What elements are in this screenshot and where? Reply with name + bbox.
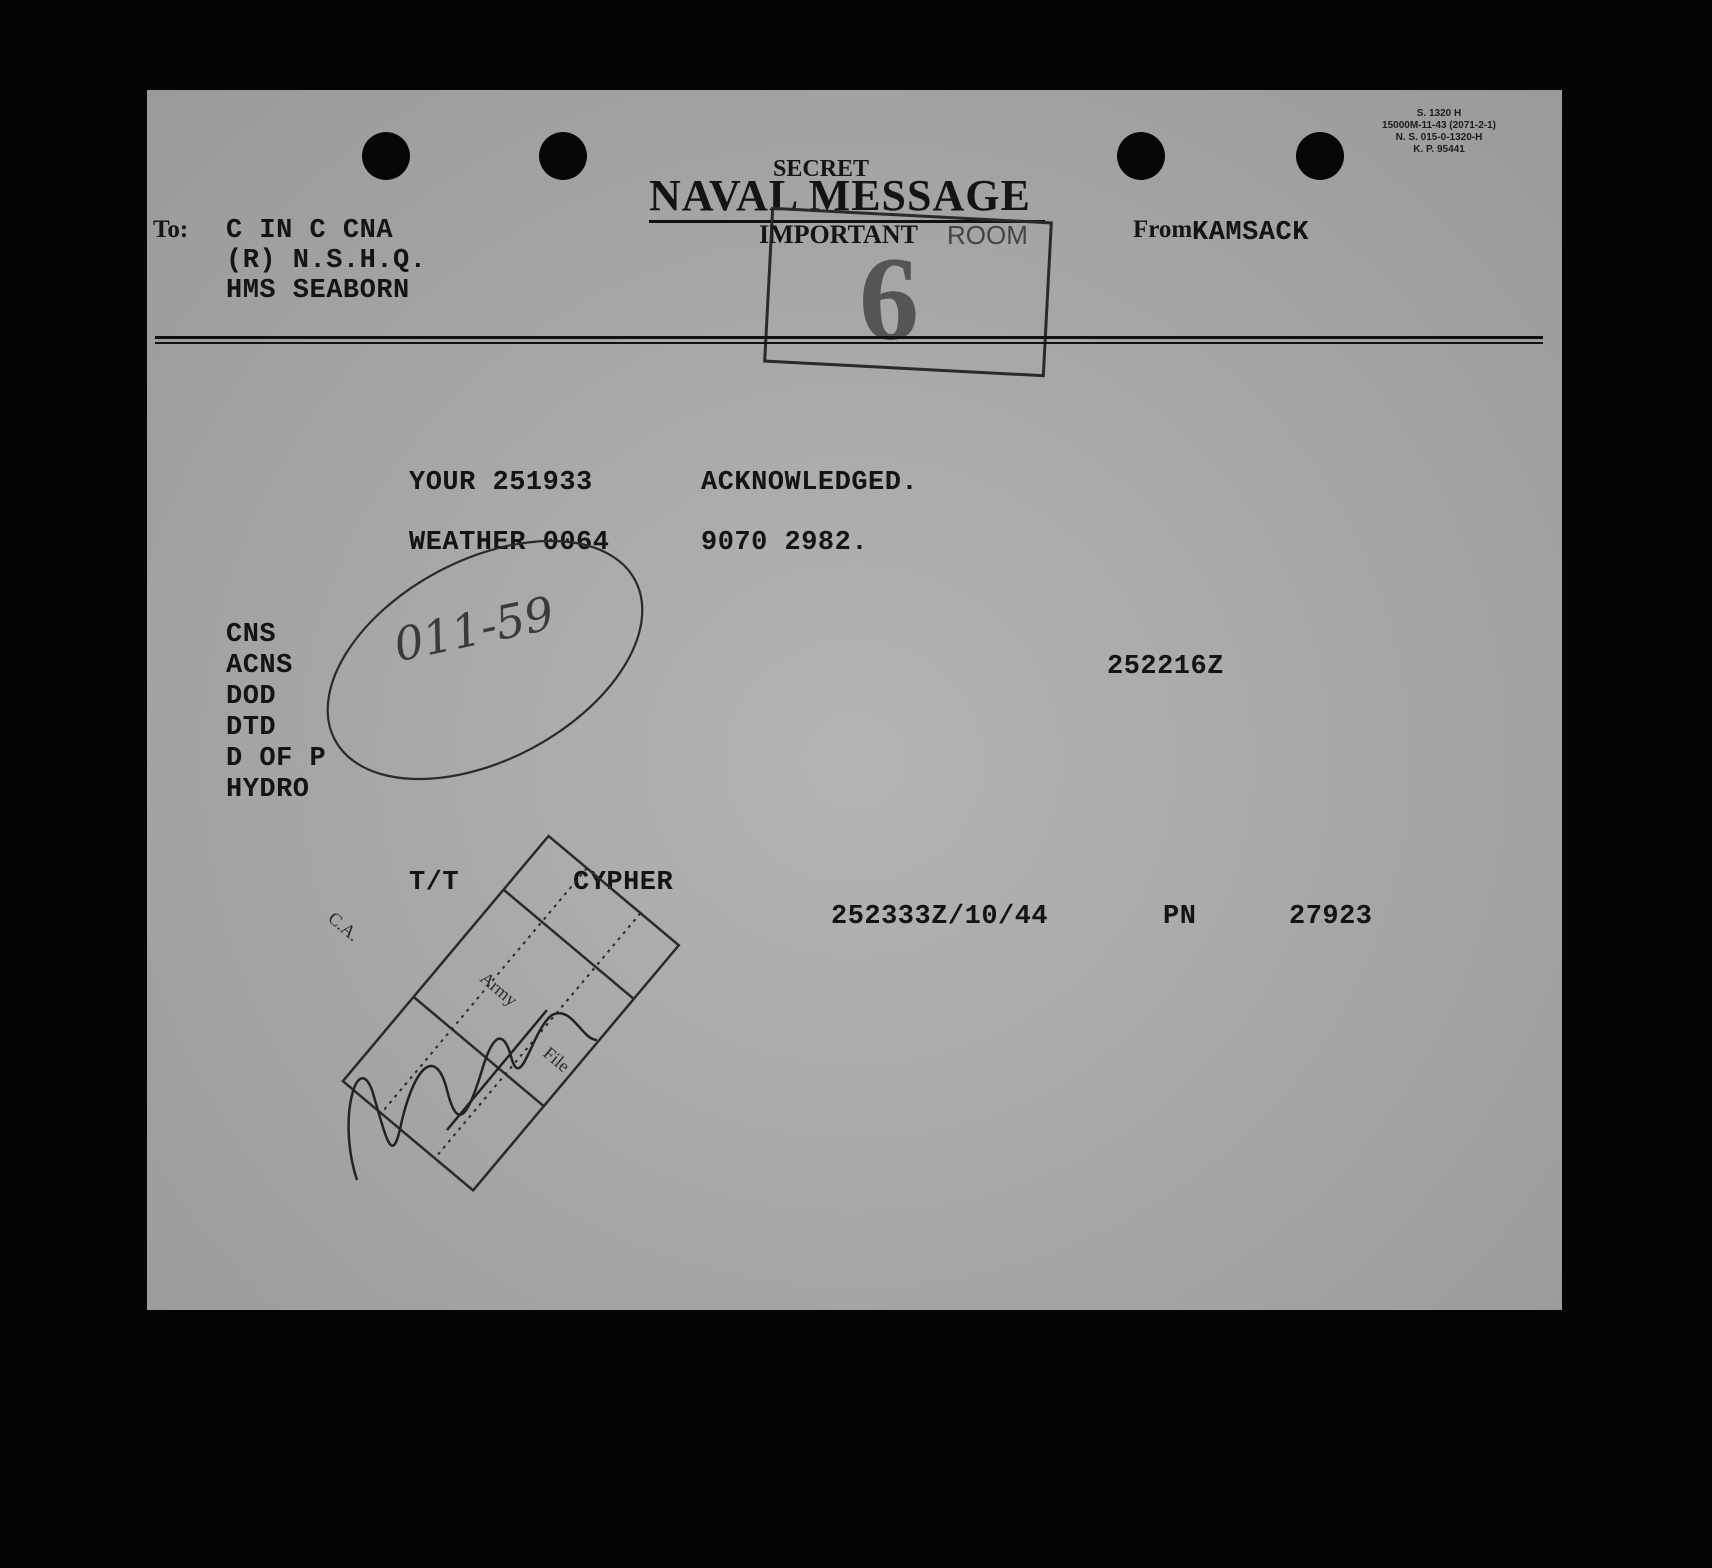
distribution-item: CNS xyxy=(226,620,277,650)
handwritten-signature xyxy=(347,1011,598,1181)
distribution-item: DTD xyxy=(226,713,277,743)
transmission-method: T/T xyxy=(409,868,460,898)
punch-hole xyxy=(539,132,587,180)
distribution-item: DOD xyxy=(226,682,277,712)
from-value: KAMSACK xyxy=(1192,218,1309,248)
title-underline xyxy=(649,220,1045,223)
priority-stamp: IMPORTANT xyxy=(759,220,918,249)
oval-stroke xyxy=(326,539,644,781)
body-text: 9070 2982. xyxy=(701,528,869,558)
body-text: ACKNOWLEDGED. xyxy=(701,468,919,498)
message-sheet: S. 1320 H 15000M-11-43 (2071-2-1) N. S. … xyxy=(147,90,1562,1310)
punch-hole xyxy=(1296,132,1344,180)
pn-value: 27923 xyxy=(1289,902,1373,932)
stamp-divider xyxy=(502,888,635,1000)
stamp-dotted-line xyxy=(380,867,588,1114)
stamp-divider xyxy=(412,995,545,1108)
body-text: YOUR 251933 xyxy=(409,468,593,498)
to-line: C IN C CNA xyxy=(226,216,394,246)
punch-hole xyxy=(1117,132,1165,180)
to-line: (R) N.S.H.Q. xyxy=(226,246,427,276)
header-rule xyxy=(155,342,1543,344)
form-title: NAVAL MESSAGE xyxy=(649,171,1031,220)
to-label: To: xyxy=(153,216,189,243)
room-number: 6 xyxy=(859,232,919,365)
form-code: S. 1320 H 15000M-11-43 (2071-2-1) N. S. … xyxy=(1382,108,1496,155)
room-label: ROOM xyxy=(947,220,1028,250)
stamp-outline xyxy=(341,834,681,1193)
pn-label: PN xyxy=(1163,902,1197,932)
distribution-item: D OF P xyxy=(226,744,327,774)
routing-stamp: C.A. Army File xyxy=(324,834,681,1193)
handwritten-oval xyxy=(326,539,644,781)
transmission-mode: CYPHER xyxy=(573,868,674,898)
handwritten-signature xyxy=(446,1009,548,1131)
time-of-origin: 252216Z xyxy=(1107,652,1224,682)
date-time-group: 252333Z/10/44 xyxy=(831,902,1049,932)
routing-stamp-frame xyxy=(341,834,681,1193)
routing-stamp-left: C.A. xyxy=(324,908,363,945)
to-line: HMS SEABORN xyxy=(226,276,410,306)
distribution-item: HYDRO xyxy=(226,775,310,805)
header-rule xyxy=(155,336,1543,339)
punch-hole xyxy=(362,132,410,180)
from-label: From xyxy=(1133,216,1193,243)
distribution-item: ACNS xyxy=(226,651,293,681)
security-classification: SECRET xyxy=(773,156,870,182)
routing-stamp-right: File xyxy=(539,1043,573,1076)
